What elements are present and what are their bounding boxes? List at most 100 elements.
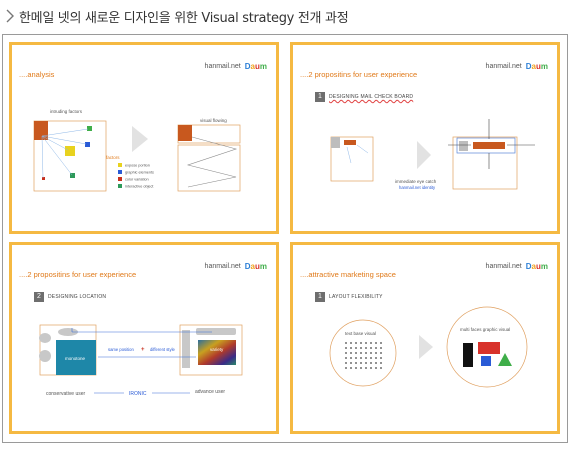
grid-dot (370, 357, 372, 359)
grey-block (459, 141, 468, 151)
logo-letter: a (531, 62, 536, 71)
logo-letter: u (535, 62, 541, 71)
dot-grid (345, 342, 382, 369)
visual-flow-start-block (178, 125, 192, 141)
visual-flow-path (186, 136, 238, 188)
panel-heading: ....2 propositins for user experience (300, 70, 418, 79)
grid-dot (355, 352, 357, 354)
panel-location: ....2 propositins for user experience ha… (9, 242, 279, 434)
logo-text: hanmail.net (204, 63, 241, 70)
grid-dot (380, 362, 382, 364)
step-number-badge: 1 (315, 292, 325, 302)
panel-heading: ....2 propositins for user experience (19, 270, 137, 279)
legend-label: graphic elements (125, 171, 154, 175)
legend-swatch (118, 184, 122, 188)
intruding-factors-label: intruding factors (50, 109, 83, 114)
graphic-block (85, 142, 90, 147)
grid-dot (375, 352, 377, 354)
graphic-block (70, 173, 75, 178)
grid-dot (380, 352, 382, 354)
grey-element (182, 330, 190, 368)
legend-swatch (118, 177, 122, 181)
logo-letter: D (244, 62, 251, 71)
layout-box (33, 120, 107, 192)
grid-dot (375, 367, 377, 369)
grey-element (39, 333, 51, 343)
grid-dot (360, 362, 362, 364)
legend-label: interactive object (125, 185, 154, 189)
step-number-badge: 1 (315, 92, 325, 102)
expose-portion-block (34, 121, 48, 140)
layout-box (452, 136, 518, 190)
variety-label: variety (210, 347, 224, 352)
grid-dot (375, 342, 377, 344)
grid-dot (380, 342, 382, 344)
logo-letter: D (525, 262, 532, 271)
grid-dot (345, 347, 347, 349)
logo-letter: u (254, 62, 260, 71)
grid-dot (345, 352, 347, 354)
arrow-right-icon (417, 141, 431, 169)
grid-dot (365, 357, 367, 359)
ironic-label: IRONIC (129, 391, 147, 397)
grid-dot (350, 357, 352, 359)
layout-box (330, 136, 374, 182)
grid-dot (355, 362, 357, 364)
graphic-block (65, 146, 75, 156)
identity-caption: hanmail.net identity (399, 185, 436, 190)
grid-dot (370, 352, 372, 354)
step-number-badge: 2 (34, 292, 44, 302)
highlight-frame (456, 137, 516, 154)
grid-dot (355, 357, 357, 359)
grey-element (196, 328, 236, 335)
graphic-block (42, 177, 45, 180)
grid-dot (365, 342, 367, 344)
eye-catch-caption: immediate eye catch (395, 179, 437, 184)
grey-element (39, 350, 51, 362)
mail-board-block (344, 140, 356, 145)
monotone-label: monotone (65, 356, 86, 361)
logo-letter: a (250, 262, 255, 271)
grid-dot (355, 347, 357, 349)
grid-dot (345, 367, 347, 369)
different-style-label: different style (150, 347, 175, 352)
panel-marketing-space: ....attractive marketing space hanmail.n… (290, 242, 560, 434)
grid-dot (355, 367, 357, 369)
step-row: 1 DESIGNING MAIL CHECK BOARD (315, 92, 413, 102)
grid-dot (345, 357, 347, 359)
grid-dot (365, 367, 367, 369)
page-title: 한메일 넷의 새로운 디자인을 위한 Visual strategy 전개 과정 (4, 6, 349, 26)
grid-dot (375, 362, 377, 364)
conservative-user-label: conservative user (46, 391, 86, 397)
grid-dot (345, 342, 347, 344)
grid-dot (350, 352, 352, 354)
mail-check-diagram: immediate eye catch hanmail.net identity (330, 119, 535, 190)
advance-layout-box (179, 324, 243, 376)
page-title-text: 한메일 넷의 새로운 디자인을 위한 Visual strategy 전개 과정 (19, 10, 349, 26)
green-triangle (498, 353, 512, 366)
logo-letter: m (540, 262, 548, 271)
step-label: DESIGNING MAIL CHECK BOARD (329, 94, 414, 100)
black-block (463, 343, 473, 367)
grid-dot (365, 352, 367, 354)
panel-mail-check-board: ....2 propositins for user experience ha… (290, 42, 560, 234)
step-row: 1 LAYOUT FLEXIBILITY (315, 292, 383, 302)
logo-letter: m (259, 62, 267, 71)
logo-letter: a (531, 262, 536, 271)
variety-block (198, 340, 236, 365)
arrow-right-icon (419, 335, 433, 359)
logo-text: hanmail.net (204, 263, 241, 270)
marketing-diagram: text base visual multi faces graphic vis… (329, 306, 528, 388)
step-label: DESIGNING LOCATION (48, 294, 107, 300)
grid-dot (380, 367, 382, 369)
factors-label: factors (106, 155, 120, 160)
visual-flowing-label: visual flowing (200, 118, 227, 123)
legend-swatch (118, 163, 122, 167)
grid-dot (380, 357, 382, 359)
grid-dot (360, 342, 362, 344)
grey-element (58, 328, 78, 336)
